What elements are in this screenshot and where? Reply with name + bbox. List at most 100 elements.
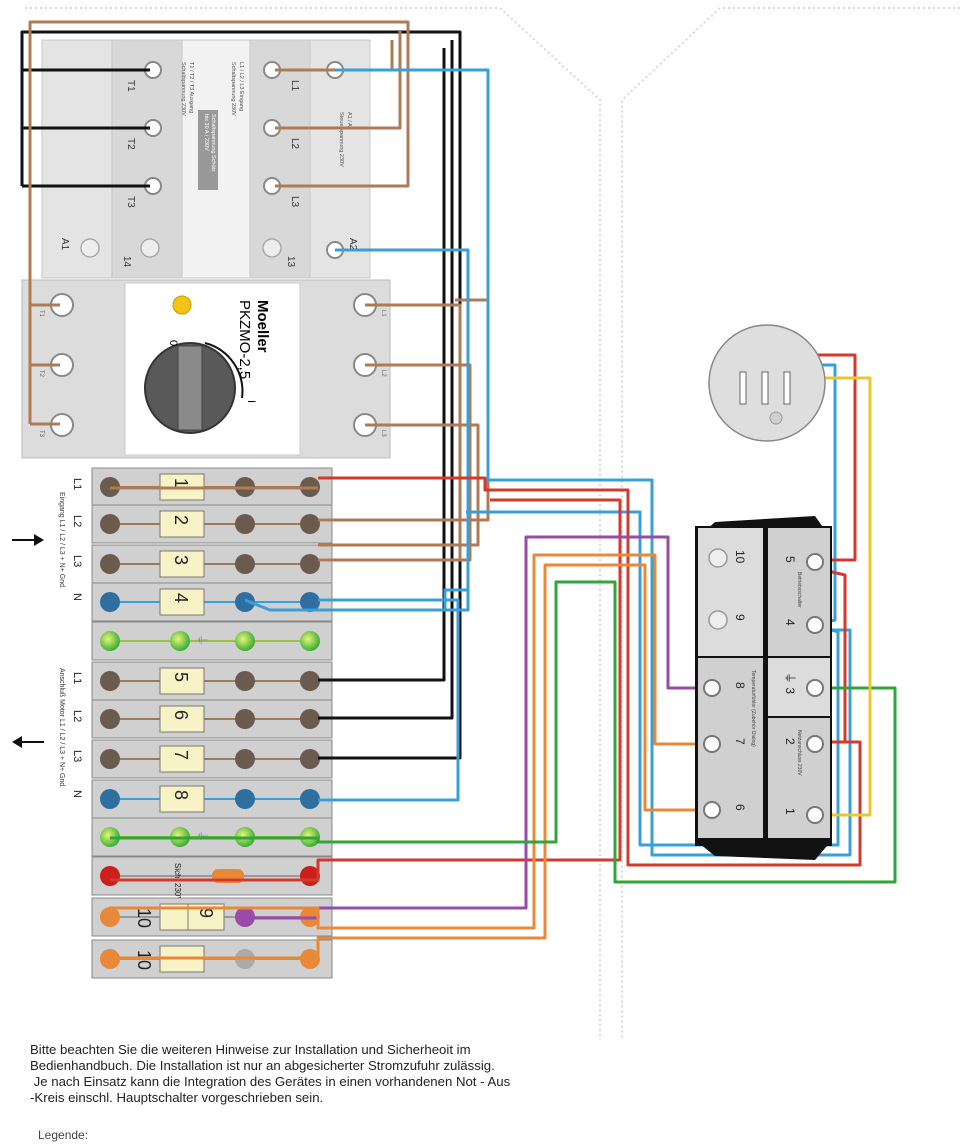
legend-label: Legende: <box>38 1128 89 1142</box>
controller-label-right-top: Betriebsschalter <box>796 572 802 608</box>
terminal-screw <box>100 749 120 769</box>
contactor-term-t3: T3 <box>125 196 136 208</box>
note-line-3: Je nach Einsatz kann die Integration des… <box>30 1074 511 1089</box>
terminal-number: 1 <box>171 478 191 488</box>
terminal-screw <box>235 789 255 809</box>
terminal-screw <box>235 749 255 769</box>
ground-symbol-icon: ⏚ <box>195 634 209 646</box>
terminal-screw <box>235 709 255 729</box>
controller-screw-4 <box>806 616 824 634</box>
controller-screw-5 <box>806 553 824 571</box>
contactor-term-l3: L3 <box>289 196 300 208</box>
terminal-screw <box>235 554 255 574</box>
contactor-aux-a1: A1 <box>59 238 70 251</box>
controller-term-2: 2 <box>783 738 797 745</box>
terminal-row: 6 <box>91 699 333 739</box>
controller-screw-6 <box>703 801 721 819</box>
controller-term-8: 8 <box>733 682 747 689</box>
terminal-side-label: L3 <box>71 750 83 762</box>
switch-term-t3: T3 <box>38 430 44 438</box>
terminal-screw <box>100 671 120 691</box>
terminal-screw <box>235 671 255 691</box>
contactor-aux-a2: A2 <box>347 238 358 251</box>
terminal-screw <box>100 514 120 534</box>
controller-term-7: 7 <box>733 738 747 745</box>
controller-term-5: 5 <box>783 556 797 563</box>
terminal-label-output: Anschluß Motor L1 / L2 / L3 + N+ Gnd. <box>58 668 65 788</box>
controller-term-10: 10 <box>733 550 747 564</box>
contactor-label-center-2: bis 30 A / 230V <box>203 114 209 151</box>
switch-pos-on: I <box>245 400 257 403</box>
contactor-label-left-1: T1 / T2 / T3 Ausgang <box>188 62 194 113</box>
terminal-screw <box>100 631 120 651</box>
terminal-screw <box>300 631 320 651</box>
switch-term-t2: T2 <box>38 370 44 378</box>
motor-switch: 0 I Moeller PKZMO-2,5 T1 T2 T3 L1 L2 L3 <box>21 279 391 459</box>
terminal-screw <box>170 631 190 651</box>
contactor: T1 T2 T3 L1 L2 L3 A1 A2 14 13 T1 / T2 / … <box>41 39 371 279</box>
terminal-row: ⏚ <box>91 621 333 661</box>
controller-screw-1 <box>806 806 824 824</box>
terminal-screw <box>100 866 120 886</box>
switch-term-l3: L3 <box>380 430 386 437</box>
contactor-label-right-2: Schaltspannung 230V <box>230 62 236 116</box>
terminal-side-label: N <box>71 593 83 601</box>
plug-socket <box>708 324 826 442</box>
terminal-screw <box>300 709 320 729</box>
terminal-number: 9 <box>196 908 216 918</box>
controller-screw-3 <box>806 679 824 697</box>
contactor-term-l1: L1 <box>289 80 300 92</box>
contactor-label-right-1: L1 / L2 / L3 Eingang <box>238 62 244 111</box>
switch-pos-off: 0 <box>167 340 179 346</box>
contactor-label-far-right-2: Steuerspannung 230V <box>338 112 344 167</box>
terminal-number: 5 <box>171 672 191 682</box>
contactor-term-t1: T1 <box>125 80 136 92</box>
terminal-side-label: N <box>71 790 83 798</box>
controller-term-1: 1 <box>783 808 797 815</box>
controller-term-6: 6 <box>733 804 747 811</box>
terminal-screw <box>100 709 120 729</box>
contactor-term-l2: L2 <box>289 138 300 150</box>
terminal-number: 7 <box>171 750 191 760</box>
terminal-number: Sich. 230V <box>173 863 182 902</box>
note-line-2: Bedienhandbuch. Die Installation ist nur… <box>30 1058 495 1073</box>
controller-label-right-bottom: Netzanschluss 230V <box>796 730 802 776</box>
terminal-row: 5 <box>91 661 333 701</box>
controller-term-4: 4 <box>783 619 797 626</box>
switch-brand: Moeller <box>254 300 271 353</box>
terminal-number: 10 <box>134 908 154 928</box>
terminal-screw <box>300 554 320 574</box>
terminal-row: Sich. 230V <box>91 856 333 902</box>
arrow-in-icon <box>12 534 44 546</box>
controller-term-9: 9 <box>733 614 747 621</box>
switch-term-t1: T1 <box>38 310 44 318</box>
controller-screw-2 <box>806 735 824 753</box>
yellow-indicator-icon <box>172 295 192 315</box>
terminal-screw <box>300 514 320 534</box>
terminal-screw <box>235 631 255 651</box>
terminal-side-label: L2 <box>71 515 83 527</box>
terminal-screw <box>300 671 320 691</box>
contactor-label-center-1: Schaltspannung Schütz <box>210 114 216 172</box>
terminal-screw <box>300 749 320 769</box>
terminal-side-label: L1 <box>71 672 83 684</box>
terminal-row: 8 <box>91 779 333 819</box>
contactor-label-far-right-1: A1 / A2 <box>346 112 352 130</box>
note-line-1: Bitte beachten Sie die weiteren Hinweise… <box>30 1042 471 1057</box>
terminal-number: 6 <box>171 710 191 720</box>
terminal-screw <box>100 592 120 612</box>
switch-term-l1: L1 <box>380 310 386 317</box>
terminal-side-label: L2 <box>71 710 83 722</box>
contactor-term-t2: T2 <box>125 138 136 150</box>
switch-term-l2: L2 <box>380 370 386 377</box>
terminal-number: 8 <box>171 790 191 800</box>
terminal-row: 4 <box>91 582 333 622</box>
terminal-number: 2 <box>171 515 191 525</box>
terminal-side-label: L1 <box>71 478 83 490</box>
terminal-side-label: L3 <box>71 555 83 567</box>
arrow-out-icon <box>12 736 44 748</box>
controller-term-3: ⏚ 3 <box>783 672 797 694</box>
terminal-screw <box>100 554 120 574</box>
